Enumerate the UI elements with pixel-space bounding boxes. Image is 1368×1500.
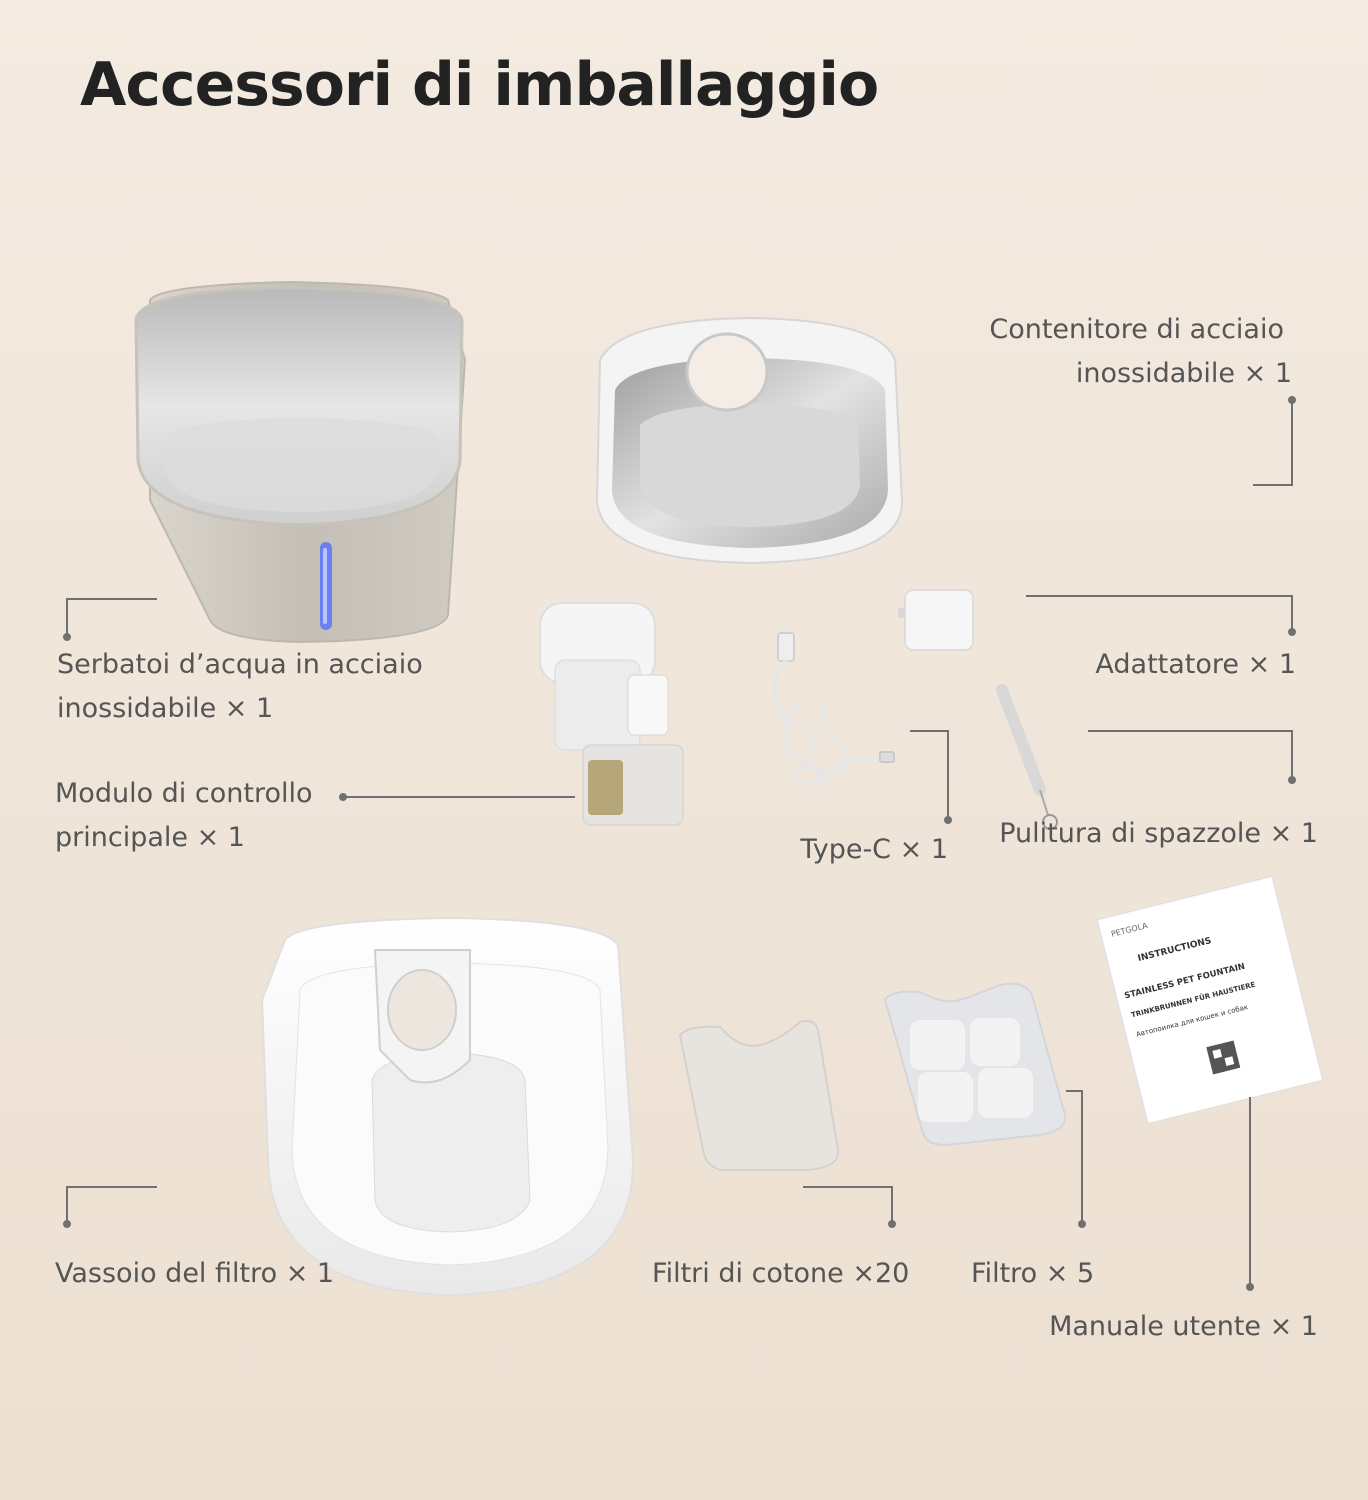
leader-filter: [1066, 1090, 1083, 1222]
type-c-cable-image: [771, 632, 895, 792]
page-title: Accessori di imballaggio: [80, 50, 879, 120]
leader-filter-tray: [66, 1186, 157, 1222]
label-steel-container-line1: Contenitore di acciaio: [989, 314, 1284, 345]
water-tank-image: [134, 280, 467, 644]
label-filter: Filtro × 5: [971, 1258, 1095, 1289]
label-water-tank-line2: inossidabile × 1: [57, 693, 274, 724]
label-brush: Pulitura di spazzole × 1: [999, 818, 1318, 849]
leader-type-c: [910, 730, 949, 818]
filter-tray-image: [260, 916, 635, 1297]
leader-lines: [63, 396, 1296, 1291]
label-steel-container: Contenitore di acciaio inossidabile × 1: [989, 308, 1292, 396]
control-module-image: [539, 602, 684, 826]
cleaning-brush-image: [996, 684, 1058, 830]
leader-water-tank: [66, 598, 157, 635]
leader-steel-container: [1253, 400, 1293, 486]
leader-adapter: [1026, 595, 1293, 630]
user-manual-image: PETGOLA INSTRUCTIONS STAINLESS PET FOUNT…: [1096, 875, 1324, 1125]
adapter-image: [898, 589, 974, 651]
label-water-tank: Serbatoi d’acqua in acciaio inossidabile…: [57, 643, 423, 731]
label-water-tank-line1: Serbatoi d’acqua in acciaio: [57, 649, 423, 680]
steel-container-image: [595, 316, 904, 565]
label-filter-tray: Vassoio del filtro × 1: [55, 1258, 335, 1289]
cotton-filter-image: [678, 1020, 840, 1171]
label-control-module-line1: Modulo di controllo: [55, 778, 313, 809]
label-adapter: Adattatore × 1: [1095, 649, 1296, 680]
label-steel-container-line2: inossidabile × 1: [1075, 358, 1292, 389]
qr-code-icon: [1206, 1040, 1241, 1075]
label-manual: Manuale utente × 1: [1049, 1311, 1318, 1342]
label-control-module: Modulo di controllo principale × 1: [55, 772, 313, 860]
leader-brush: [1088, 730, 1293, 778]
filter-image: [883, 982, 1067, 1147]
label-control-module-line2: principale × 1: [55, 822, 245, 853]
label-type-c: Type-C × 1: [800, 834, 948, 865]
label-cotton-filters: Filtri di cotone ×20: [652, 1258, 910, 1289]
leader-cotton-filters: [803, 1186, 893, 1222]
